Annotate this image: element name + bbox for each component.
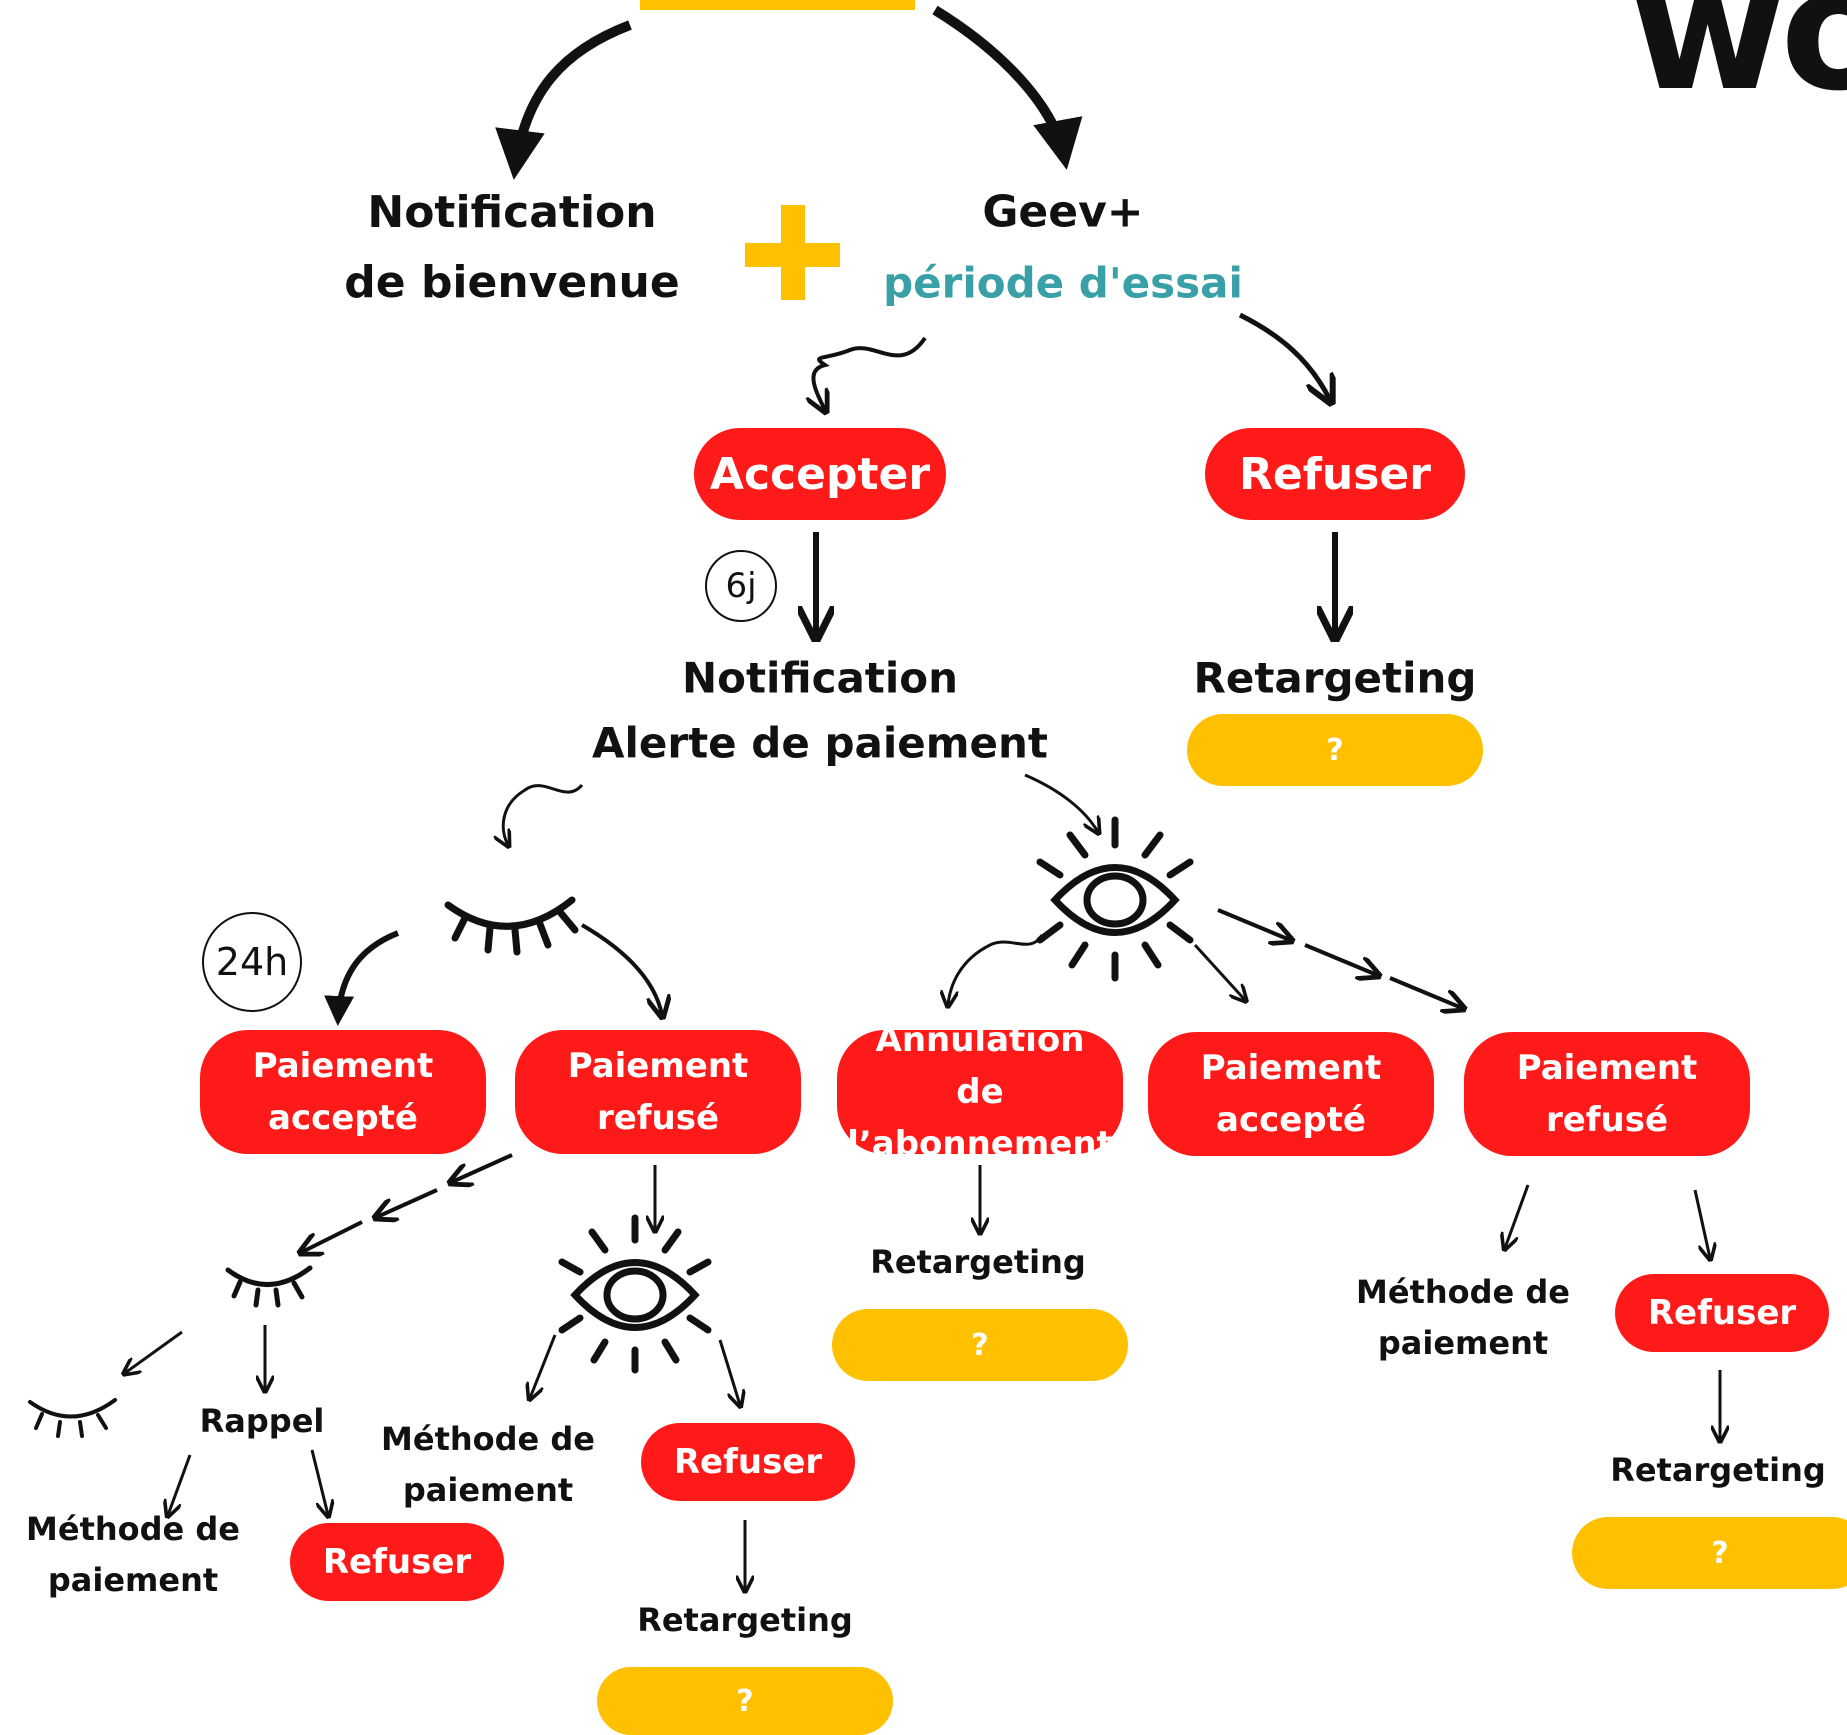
arrow-right-eye	[1024, 773, 1098, 832]
refuse-button-left[interactable]: Refuser	[290, 1523, 504, 1601]
arrow-rappel-refuse	[310, 1449, 328, 1515]
cancel-subscription[interactable]: Annulation de l’abonnement	[837, 1020, 1123, 1164]
arrow-eye-method	[530, 1334, 557, 1398]
unknown-pill-right[interactable]: ?	[1572, 1517, 1847, 1589]
squiggle-arrow-left	[503, 783, 584, 845]
arrow-right-method	[1505, 1184, 1530, 1248]
notification-title: Notification	[681, 653, 959, 703]
unknown-pill-cancel[interactable]: ?	[832, 1309, 1128, 1381]
arrow-to-refuse	[1238, 312, 1330, 400]
delay-6j-badge: 6j	[705, 550, 777, 622]
squiggle-arrow-cancel	[948, 934, 1044, 1005]
dash-arrow-left-2	[377, 1188, 438, 1217]
arrow-to-geev	[932, 5, 1083, 170]
dash-arrow-1	[1217, 908, 1290, 940]
refuse-button-right[interactable]: Refuser	[1615, 1274, 1829, 1352]
payment-method-left: Méthode de paiement	[26, 1510, 240, 1599]
retargeting-label-cancel: Retargeting	[870, 1243, 1086, 1281]
trial-period-label: période d'essai	[883, 258, 1243, 308]
welcome-notification: Notification de bienvenue	[344, 187, 680, 308]
geev-plus-label: Geev+	[982, 186, 1144, 238]
dash-arrow-left-3	[302, 1220, 363, 1252]
payment-refused-right[interactable]: Paiement refusé	[1464, 1032, 1750, 1156]
payment-refused-left[interactable]: Paiement refusé	[515, 1030, 801, 1154]
closed-eye-icon-large	[444, 896, 579, 956]
reminder-label: Rappel	[199, 1402, 325, 1440]
payment-method-mid: Méthode de paiement	[381, 1420, 595, 1509]
open-eye-icon-large	[1036, 816, 1194, 982]
open-eye-icon-small	[558, 1214, 712, 1374]
arrow-right-refuse	[1693, 1189, 1710, 1258]
arrow-eye-refuse	[718, 1339, 740, 1405]
closed-eye-icon-small	[225, 1265, 313, 1308]
arrow-rappel-method	[168, 1454, 192, 1515]
delay-24h-badge: 24h	[202, 912, 302, 1012]
closed-eye-icon-tiny	[28, 1398, 117, 1438]
accept-button[interactable]: Accepter	[694, 428, 946, 520]
retargeting-label-top: Retargeting	[1193, 653, 1477, 703]
dash-arrow-left-1	[452, 1153, 513, 1182]
retargeting-label-right: Retargeting	[1610, 1451, 1826, 1489]
top-banner-fragment	[640, 0, 915, 10]
brand-fragment: wo	[1629, 0, 1847, 129]
unknown-pill-top[interactable]: ?	[1187, 714, 1483, 786]
dash-arrow-2	[1304, 943, 1377, 975]
refuse-button-mid[interactable]: Refuser	[641, 1423, 855, 1501]
payment-accepted-left[interactable]: Paiement accepté	[200, 1030, 486, 1154]
retargeting-label-left: Retargeting	[637, 1601, 853, 1639]
arrow-to-refused-left	[580, 923, 662, 1015]
payment-method-right: Méthode de paiement	[1356, 1273, 1570, 1362]
arrow-to-welcome	[495, 20, 632, 180]
unknown-pill-left[interactable]: ?	[597, 1667, 893, 1735]
payment-accepted-right[interactable]: Paiement accepté	[1148, 1032, 1434, 1156]
plus-icon	[745, 205, 840, 300]
squiggle-arrow-accept	[813, 336, 927, 410]
arrow-to-paid-right	[1193, 943, 1245, 1000]
arrow-to-paid-left	[324, 930, 400, 1026]
payment-alert-title: Alerte de paiement	[592, 718, 1048, 768]
dash-arrow-3	[1389, 976, 1462, 1008]
refuse-button[interactable]: Refuser	[1205, 428, 1465, 520]
arrow-to-tiny-eye	[125, 1330, 183, 1373]
